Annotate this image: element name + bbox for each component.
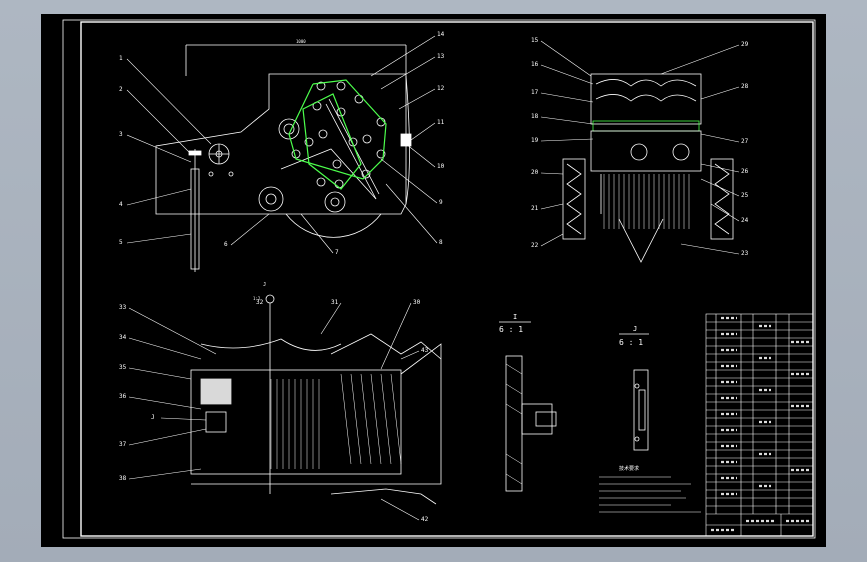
outer-border	[62, 19, 816, 539]
part-num-15: 15	[531, 37, 539, 44]
part-num-35: 35	[119, 364, 127, 371]
part-num-17: 17	[531, 89, 539, 96]
part-num-34: 34	[119, 334, 127, 341]
part-num-11: 11	[437, 119, 445, 126]
drawing-canvas[interactable]: 1000	[41, 14, 826, 547]
part-num-42: 42	[421, 516, 429, 523]
part-num-24: 24	[741, 217, 749, 224]
notes-title: 技术要求	[619, 465, 639, 472]
part-num-8: 8	[439, 239, 443, 246]
top-view: J 1:2	[119, 282, 442, 523]
part-num-43: 43	[421, 347, 429, 354]
part-num-28: 28	[741, 83, 749, 90]
part-num-23: 23	[741, 250, 749, 257]
inner-border	[80, 21, 814, 537]
detail-i-scale: 6 : 1	[499, 325, 523, 334]
detail-j-scale: 6 : 1	[619, 338, 643, 347]
part-num-6: 6	[224, 241, 228, 248]
part-num-21: 21	[531, 205, 539, 212]
part-num-12: 12	[437, 85, 445, 92]
part-num-14: 14	[437, 31, 445, 38]
main-view: 1000	[119, 31, 445, 272]
detail-j: J 6 : 1	[619, 325, 649, 451]
part-num-25: 25	[741, 192, 749, 199]
part-num-4: 4	[119, 201, 123, 208]
part-num-30: 30	[413, 299, 421, 306]
part-num-7: 7	[335, 249, 339, 256]
part-num-18: 18	[531, 113, 539, 120]
svg-text:J: J	[263, 282, 266, 288]
section-label-j: J	[151, 414, 155, 421]
part-num-29: 29	[741, 41, 749, 48]
technical-notes: 技术要求	[599, 465, 701, 513]
part-num-5: 5	[119, 239, 123, 246]
part-num-10: 10	[437, 163, 445, 170]
svg-text:1:2: 1:2	[253, 296, 261, 301]
detail-j-letter: J	[633, 325, 637, 333]
part-num-16: 16	[531, 61, 539, 68]
part-num-19: 19	[531, 137, 539, 144]
svg-text:1000: 1000	[296, 39, 306, 44]
part-num-26: 26	[741, 168, 749, 175]
part-num-32: 32	[256, 299, 264, 306]
part-num-2: 2	[119, 86, 123, 93]
part-num-1: 1	[119, 55, 123, 62]
part-num-22: 22	[531, 242, 539, 249]
part-num-20: 20	[531, 169, 539, 176]
part-num-33: 33	[119, 304, 127, 311]
front-view: 15 16 17 18 19 20 21 22 23 24 25 26 27 2…	[531, 37, 749, 263]
part-num-31: 31	[331, 299, 339, 306]
part-num-3: 3	[119, 131, 123, 138]
part-num-36: 36	[119, 393, 127, 400]
detail-i-letter: I	[513, 313, 517, 321]
parts-list-table	[705, 313, 814, 537]
part-num-27: 27	[741, 138, 749, 145]
part-num-13: 13	[437, 53, 445, 60]
part-num-9: 9	[439, 199, 443, 206]
drawing-sheet: 1000	[62, 19, 816, 539]
detail-i: I 6 : 1	[499, 313, 557, 492]
part-num-37: 37	[119, 441, 127, 448]
part-num-38: 38	[119, 475, 127, 482]
